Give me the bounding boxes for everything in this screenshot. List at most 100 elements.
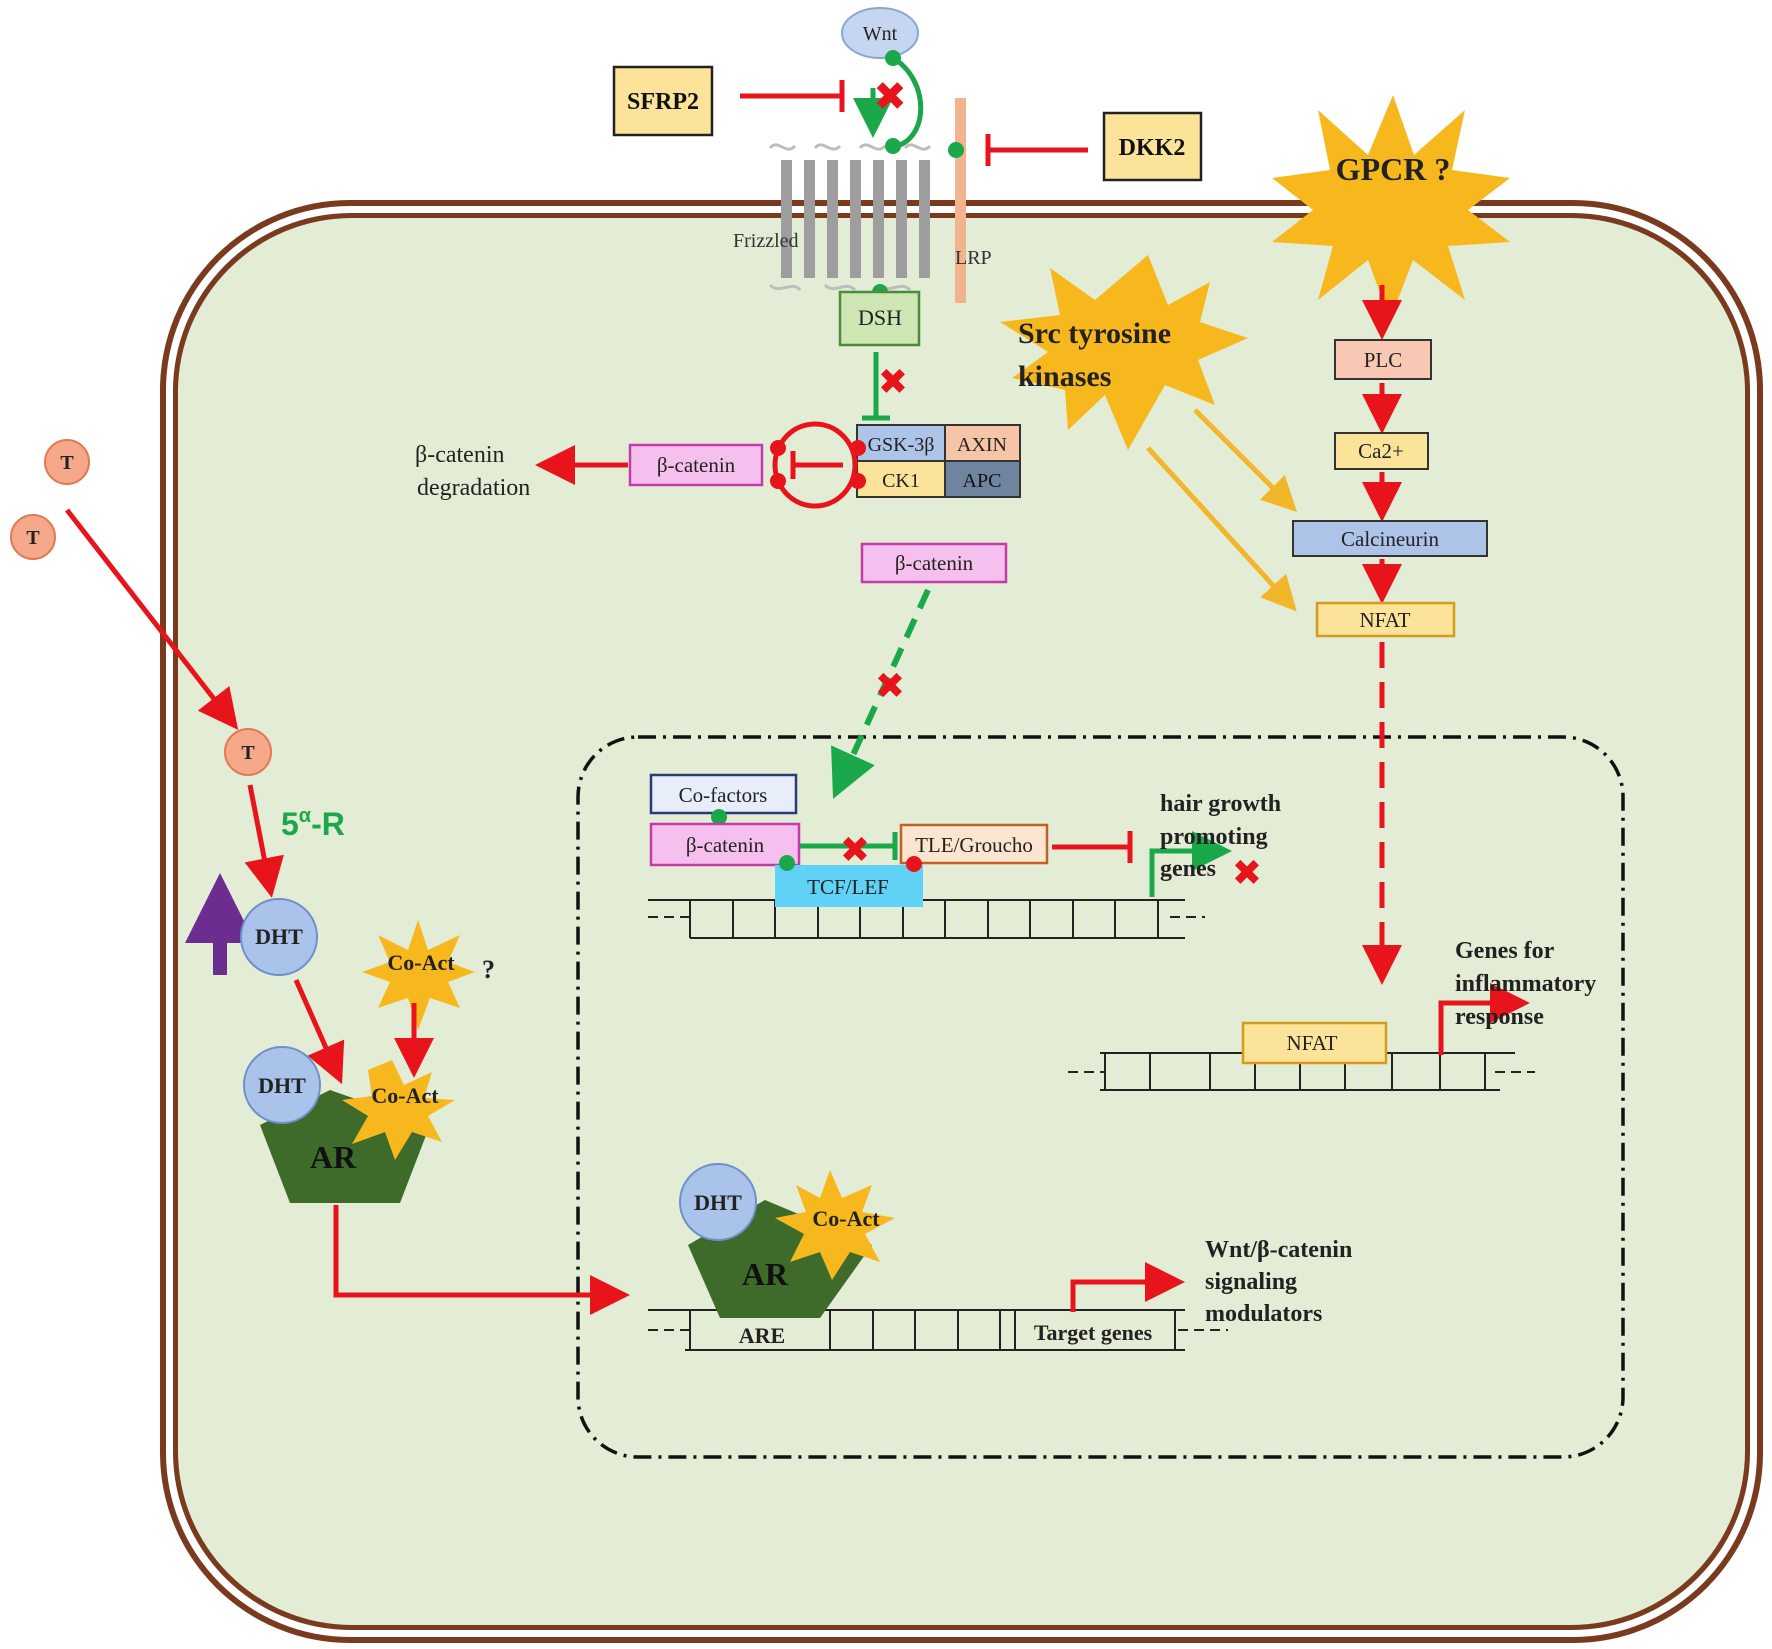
destruction-complex — [856, 424, 1021, 498]
nfat-cyto-box — [1315, 601, 1456, 638]
bcat-nuclear-box — [649, 822, 801, 867]
src-kinase-star — [1000, 255, 1248, 450]
calcineurin-box — [1292, 520, 1488, 557]
src-label-1: Src tyrosine — [1018, 317, 1171, 350]
dsh-label: DSH — [858, 305, 902, 330]
coact-free-star — [362, 920, 475, 1030]
dkk2-inhibition — [985, 134, 1088, 166]
degradation-label-2: degradation — [417, 475, 530, 501]
wnt-modulator-label-2: signaling — [1205, 1269, 1297, 1295]
coact-nuclear-star — [775, 1170, 895, 1280]
lrp-coreceptor — [955, 98, 966, 303]
inflammatory-label-1: Genes for — [1455, 938, 1555, 964]
bcat-complex-box — [628, 443, 764, 487]
dsh-inhibition — [862, 352, 890, 421]
dht-nuclear — [679, 1163, 757, 1241]
testosterone-2 — [10, 514, 56, 560]
inflammatory-transcription-arrow — [1438, 983, 1530, 1055]
sfrp2-box — [612, 65, 714, 137]
degradation-label-1: β-catenin — [415, 442, 505, 468]
wnt-modulator-label-3: modulators — [1205, 1301, 1322, 1327]
bcat-translocation-arrow — [831, 588, 931, 799]
src-to-nfat-arrow — [1146, 446, 1297, 612]
cofactor-bond-dot — [711, 809, 727, 825]
calcineurin-label: Calcineurin — [1341, 527, 1439, 551]
gpcr-label: GPCR ? — [1336, 151, 1451, 187]
wnt-ligand — [841, 7, 919, 59]
ar-nuclear-label: AR — [742, 1256, 789, 1292]
dsh-box — [838, 290, 921, 347]
inflammatory-label-3: response — [1455, 1004, 1544, 1030]
complex-binding-loop — [770, 421, 866, 509]
tle-hair-gene-inhibition — [1052, 831, 1133, 863]
testosterone-1 — [44, 439, 90, 485]
dht-free — [240, 898, 318, 976]
src-to-calcineurin-arrow — [1193, 408, 1298, 513]
testosterone-3 — [224, 728, 272, 776]
bcat-nuclear-label: β-catenin — [686, 833, 765, 857]
hair-gene-transcription-arrow — [1149, 831, 1232, 897]
target-genes-label: Target genes — [1034, 1320, 1153, 1345]
ar-translocation-arrow — [333, 1205, 630, 1315]
frizzled-label: Frizzled — [733, 230, 799, 252]
t3-label: T — [241, 742, 255, 764]
coact-nuclear-label: Co-Act — [812, 1206, 880, 1231]
coact-bound-label: Co-Act — [371, 1083, 439, 1108]
cytoplasm — [178, 218, 1745, 1625]
bcat-tle-inhibition — [800, 832, 898, 860]
nfat-cyto-label: NFAT — [1360, 608, 1411, 632]
cell-membrane — [160, 200, 1763, 1643]
dht-bound-label: DHT — [258, 1073, 306, 1098]
wnt-binding-loop — [853, 50, 964, 300]
x-mark-translocation: ✖ — [875, 665, 905, 706]
ca2-box — [1334, 432, 1429, 470]
dkk2-box — [1102, 111, 1203, 182]
lrp-label: LRP — [955, 247, 992, 269]
t1-label: T — [60, 452, 74, 474]
t-to-dht-arrow — [244, 784, 284, 898]
t2-label: T — [26, 527, 40, 549]
nucleus-boundary — [576, 735, 1625, 1459]
tcf-lef-label: TCF/LEF — [807, 875, 889, 899]
inflammatory-label-2: inflammatory — [1455, 971, 1596, 997]
tle-groucho-label: TLE/Groucho — [915, 833, 1033, 857]
x-mark-wnt: ✖ — [873, 75, 907, 119]
wnt-modulator-label-1: Wnt/β-catenin — [1205, 1237, 1352, 1263]
sfrp2-inhibition — [740, 80, 845, 112]
hair-gene-label-2: promoting — [1160, 824, 1268, 850]
gpcr-star — [1272, 95, 1510, 320]
x-mark-bcat-tle: ✖ — [840, 829, 870, 870]
plc-label: PLC — [1364, 348, 1403, 372]
bcat-free-label: β-catenin — [895, 551, 974, 575]
coact-question-mark: ? — [482, 955, 495, 984]
gsk3b-label: GSK-3β — [868, 434, 935, 456]
hair-gene-label-3: genes — [1160, 856, 1216, 882]
bcat-tcf-dot — [779, 855, 795, 871]
dht-bound — [243, 1046, 321, 1124]
are-label: ARE — [739, 1323, 785, 1348]
coact-bound-star — [342, 1060, 455, 1160]
apc-label: APC — [963, 470, 1002, 492]
tle-tcf-dot — [906, 856, 922, 872]
tcf-lef-box — [775, 865, 923, 907]
target-gene-transcription-arrow — [1070, 1262, 1185, 1312]
five-alpha-reductase-label: 5α-R — [281, 805, 345, 842]
wnt-label: Wnt — [863, 23, 898, 45]
bcat-complex-label: β-catenin — [657, 453, 736, 477]
ar-cyto-label: AR — [310, 1139, 357, 1175]
coact-free-label: Co-Act — [387, 950, 455, 975]
x-mark-dsh: ✖ — [878, 361, 908, 402]
dht-free-label: DHT — [255, 924, 303, 949]
x-mark-hair-gene: ✖ — [1232, 852, 1262, 893]
cofactors-label: Co-factors — [679, 783, 768, 807]
plc-box — [1334, 339, 1432, 380]
dkk2-label: DKK2 — [1119, 135, 1186, 161]
tle-groucho-box — [899, 823, 1049, 865]
t-entry-arrow — [65, 508, 239, 730]
sfrp2-label: SFRP2 — [627, 89, 699, 115]
src-label-2: kinases — [1018, 360, 1111, 393]
frizzled-receptor — [768, 143, 932, 292]
nfat-nuclear-box — [1241, 1021, 1388, 1065]
dht-nuclear-label: DHT — [694, 1190, 742, 1215]
